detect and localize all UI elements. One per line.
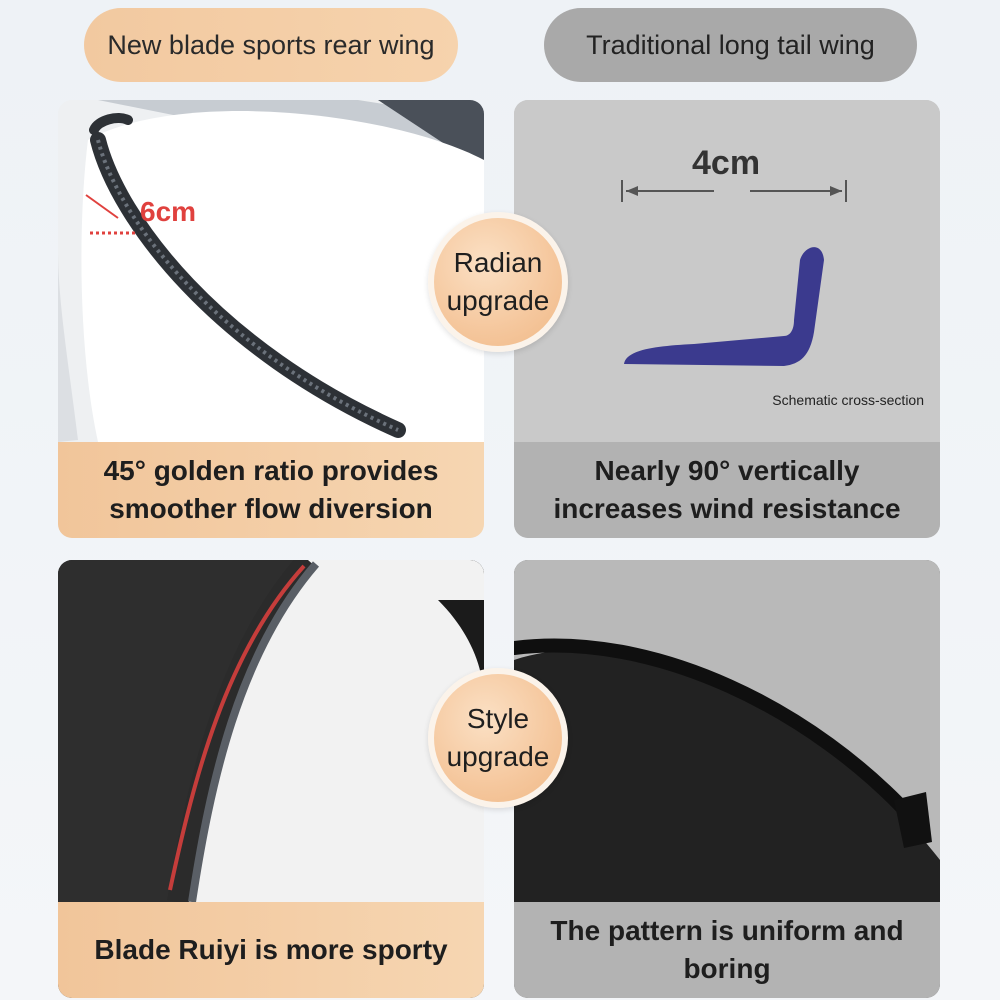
panel-blade-radian: 6cm 45° golden ratio provides smoother f… — [58, 100, 484, 538]
traditional-wing-photo — [514, 560, 940, 902]
caption-uniform-boring: The pattern is uniform and boring — [514, 902, 940, 998]
header-new-blade-label: New blade sports rear wing — [84, 8, 458, 82]
caption-golden-ratio: 45° golden ratio provides smoother flow … — [58, 442, 484, 538]
cross-section-diagram — [514, 100, 940, 442]
measure-4cm-label: 4cm — [692, 144, 761, 182]
panel-traditional-schematic: 4cm Schematic cross-section Nearly 90° v… — [514, 100, 940, 538]
panel-traditional-style: The pattern is uniform and boring — [514, 560, 940, 998]
panel-blade-style: Blade Ruiyi is more sporty — [58, 560, 484, 998]
badge-style-upgrade: Style upgrade — [428, 668, 568, 808]
measure-6cm-label: 6cm — [140, 196, 197, 227]
caption-sporty: Blade Ruiyi is more sporty — [58, 902, 484, 998]
schematic-note: Schematic cross-section — [772, 392, 924, 408]
badge-radian-upgrade: Radian upgrade — [428, 212, 568, 352]
blade-wing-photo — [58, 100, 484, 442]
sporty-blade-photo — [58, 560, 484, 902]
header-traditional-label: Traditional long tail wing — [544, 8, 917, 82]
caption-vertical-resistance: Nearly 90° vertically increases wind res… — [514, 442, 940, 538]
